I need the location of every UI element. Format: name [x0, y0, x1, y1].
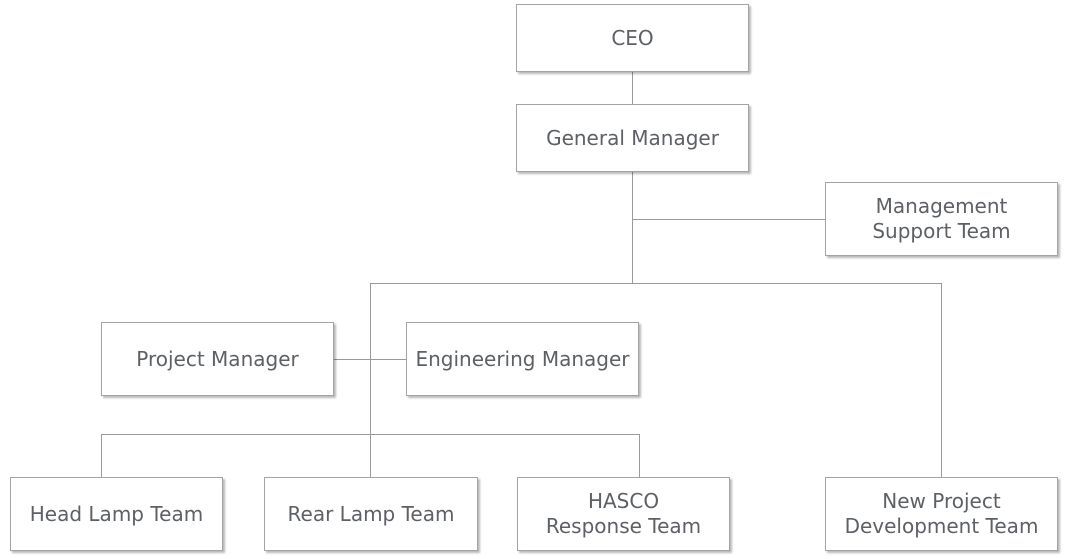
node-new-project-development-team: New Project Development Team: [825, 477, 1058, 551]
connector-head-lamp: [101, 434, 102, 478]
connector-teams-horizontal: [101, 434, 640, 435]
connector-hasco: [639, 434, 640, 478]
connector-ceo-gm: [632, 72, 633, 105]
connector-right-vertical: [941, 283, 942, 478]
connector-pm-em: [334, 359, 406, 360]
node-general-manager: General Manager: [516, 104, 749, 172]
node-project-manager: Project Manager: [101, 322, 334, 396]
connector-management-support: [632, 219, 826, 220]
connector-main-horizontal: [370, 283, 942, 284]
connector-left-vertical: [370, 283, 371, 478]
node-rear-lamp-team: Rear Lamp Team: [264, 477, 478, 551]
node-hasco-response-team: HASCO Response Team: [517, 477, 730, 551]
node-management-support-team: Management Support Team: [825, 182, 1058, 256]
connector-gm-trunk: [632, 172, 633, 284]
node-engineering-manager: Engineering Manager: [406, 322, 639, 396]
node-ceo: CEO: [516, 4, 749, 72]
node-head-lamp-team: Head Lamp Team: [10, 477, 223, 551]
